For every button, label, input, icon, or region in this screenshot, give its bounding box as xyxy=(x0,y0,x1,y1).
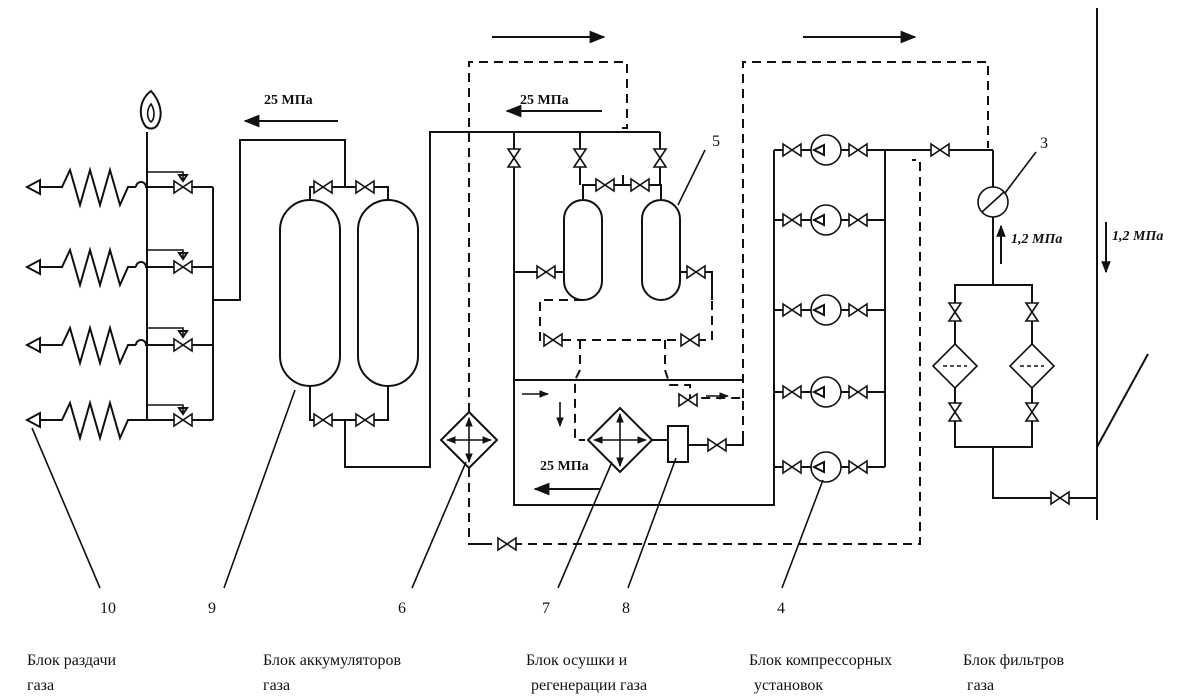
callout-leader-4 xyxy=(781,479,824,589)
valve-icon xyxy=(595,178,615,192)
valve-icon xyxy=(848,460,868,474)
valve-icon xyxy=(543,333,563,347)
valve-icon xyxy=(848,385,868,399)
dispenser-outlet-3 xyxy=(24,324,152,367)
compressor-row-3 xyxy=(774,294,885,326)
dryer-unit-7 xyxy=(586,406,654,474)
valve-icon xyxy=(782,143,802,157)
filter-line-2 xyxy=(1008,302,1056,430)
compressor-icon xyxy=(810,376,842,408)
callout-number: 8 xyxy=(622,600,630,617)
valve-icon xyxy=(630,178,650,192)
callout-leader-9 xyxy=(223,389,296,589)
caption-compressors-line-1: Блок компрессорных xyxy=(749,652,892,669)
pressure-label-filter-out: 1,2 МПа xyxy=(1011,232,1062,247)
valve-icon xyxy=(313,413,333,427)
filter-separator-6 xyxy=(439,410,499,470)
compressor-icon xyxy=(810,134,842,166)
caption-drying-line-1: Блок осушки и xyxy=(526,652,628,669)
caption-filters-line-1: Блок фильтров xyxy=(963,652,1065,669)
callout-number: 6 xyxy=(398,600,406,617)
callout-number: 4 xyxy=(777,600,785,617)
regeneration-dashed-line-1 xyxy=(468,61,628,412)
accumulator-vessel-2 xyxy=(357,199,419,387)
valve-icon xyxy=(948,402,962,422)
valve-icon xyxy=(497,537,517,551)
accumulator-block: 25 МПа xyxy=(243,93,470,468)
regeneration-dashed-line-2 xyxy=(468,159,921,545)
flame-icon xyxy=(139,89,162,130)
regeneration-dashed-line-3 xyxy=(742,61,989,398)
valve-icon xyxy=(930,143,950,157)
callout-leader-5 xyxy=(677,149,706,206)
pressure-label-drying-bottom: 25 МПа xyxy=(540,459,589,474)
valve-icon xyxy=(1025,302,1039,322)
callout-leader-7 xyxy=(557,461,613,589)
dispenser-outlet-2 xyxy=(24,246,152,289)
valve-icon xyxy=(173,338,193,352)
valve-icon xyxy=(686,265,706,279)
callout-number: 10 xyxy=(100,600,116,617)
valve-icon xyxy=(680,333,700,347)
moisture-sensor-8 xyxy=(667,425,689,463)
callout-number: 9 xyxy=(208,600,216,617)
caption-accumulators-line-2: газа xyxy=(263,677,290,694)
dispenser-outlet-1 xyxy=(24,166,152,209)
compressor-icon xyxy=(810,451,842,483)
valve-icon xyxy=(173,260,193,274)
callout-leader-6 xyxy=(411,461,467,589)
compressor-block xyxy=(773,134,993,483)
valve-icon xyxy=(1025,402,1039,422)
valve-icon xyxy=(507,148,521,168)
filter-block: 1,2 МПа 1,2 МПа xyxy=(931,8,1163,520)
dispenser-outlet-4 xyxy=(24,399,147,442)
valve-icon xyxy=(848,213,868,227)
callout-leader-10 xyxy=(31,427,101,589)
valve-icon xyxy=(355,413,375,427)
dryer-vessel-1 xyxy=(563,199,603,301)
valve-icon xyxy=(355,180,375,194)
caption-dispensing-line-2: газа xyxy=(27,677,54,694)
caption-compressors-line-2: установок xyxy=(754,677,823,694)
valve-icon xyxy=(536,265,556,279)
callout-number: 5 xyxy=(712,133,720,150)
drying-block: 25 МПа xyxy=(470,93,775,506)
compressor-row-4 xyxy=(774,376,885,408)
caption-accumulators-line-1: Блок аккумуляторов xyxy=(263,652,401,669)
valve-icon xyxy=(653,148,667,168)
valve-icon xyxy=(848,143,868,157)
valve-icon xyxy=(782,213,802,227)
compressor-row-5 xyxy=(774,451,885,483)
valve-icon xyxy=(1050,491,1070,505)
compressor-row-2 xyxy=(774,204,885,236)
valve-icon xyxy=(573,148,587,168)
valve-icon xyxy=(678,393,698,407)
caption-drying-line-2: регенерации газа xyxy=(531,677,647,694)
valve-icon xyxy=(848,303,868,317)
filter-line-1 xyxy=(931,302,979,430)
valve-icon xyxy=(782,385,802,399)
compressor-icon xyxy=(810,204,842,236)
accumulator-vessel-1 xyxy=(279,199,341,387)
valve-icon xyxy=(782,303,802,317)
valve-icon xyxy=(948,302,962,322)
valve-icon xyxy=(782,460,802,474)
callout-leader-3 xyxy=(1004,151,1037,194)
callout-number: 7 xyxy=(542,600,550,617)
dispensing-block xyxy=(24,89,346,442)
compressor-row-1 xyxy=(774,134,885,166)
valve-icon xyxy=(707,438,727,452)
callout-number: 3 xyxy=(1040,135,1048,152)
pressure-label-filter-in: 1,2 МПа xyxy=(1112,229,1163,244)
callout-leader-8 xyxy=(627,457,677,589)
caption-dispensing-line-1: Блок раздачи xyxy=(27,652,117,669)
pressure-label-accumulators: 25 МПа xyxy=(264,93,313,108)
compressor-icon xyxy=(810,294,842,326)
valve-icon xyxy=(313,180,333,194)
pressure-label-drying-top: 25 МПа xyxy=(520,93,569,108)
dryer-vessel-2 xyxy=(641,199,681,301)
caption-filters-line-2: газа xyxy=(967,677,994,694)
